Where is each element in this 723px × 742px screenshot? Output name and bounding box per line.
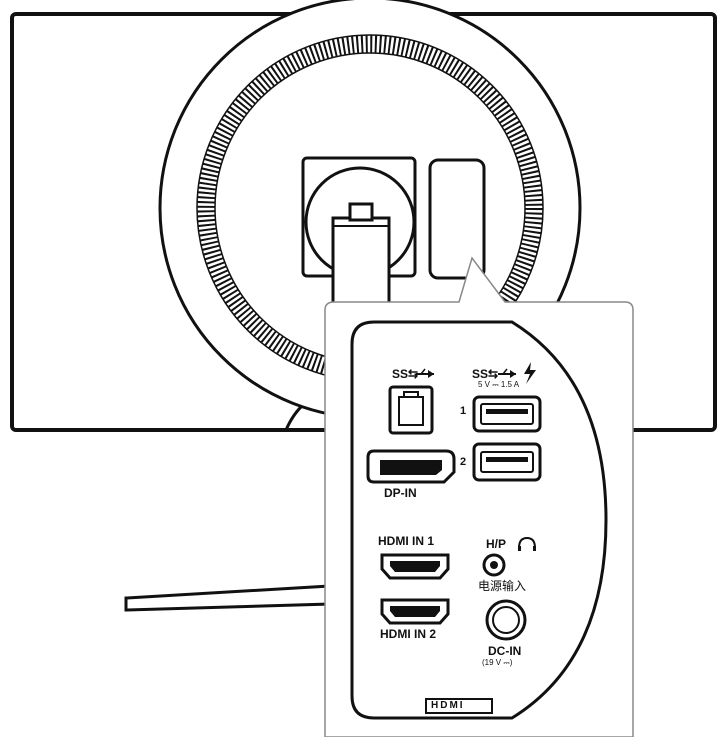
vent-ring [197,35,543,381]
port-2-label: 2 [460,456,467,468]
usb-icon-2 [498,368,516,378]
usb-b-port [388,385,434,435]
usb-a-label: SS⇆ [472,367,499,381]
hdmi-logo-box [425,698,493,714]
charging-icon [524,362,536,384]
power-input-cn-label: 电源输入 [478,579,527,593]
headphone-icon [518,536,536,551]
usb-a-port-1 [472,395,542,433]
hdmi-in-1-label: HDMI IN 1 [378,534,435,548]
hdmi-logo-text: HDMI [431,700,465,711]
stand-base [124,584,332,612]
usb-a-port-2 [472,442,542,482]
hdmi-port-2 [380,598,450,625]
usb-a-power-label: 5 V ⎓ 1.5 A [478,380,520,389]
usb-icon [416,368,434,378]
port-cover [428,158,486,280]
displayport-port [366,449,456,484]
port-1-label: 1 [460,405,467,417]
headphone-jack [482,553,506,577]
dc-in-voltage-label: (19 V ⎓) [482,658,513,667]
hdmi-in-2-label: HDMI IN 2 [380,627,437,641]
dc-in-label: DC-IN [488,644,522,658]
headphone-label: H/P [486,537,507,551]
dp-in-label: DP-IN [384,486,417,500]
hdmi-port-1 [380,553,450,580]
dc-in-jack [485,599,527,641]
usb-b-label: SS⇆ [392,367,419,381]
